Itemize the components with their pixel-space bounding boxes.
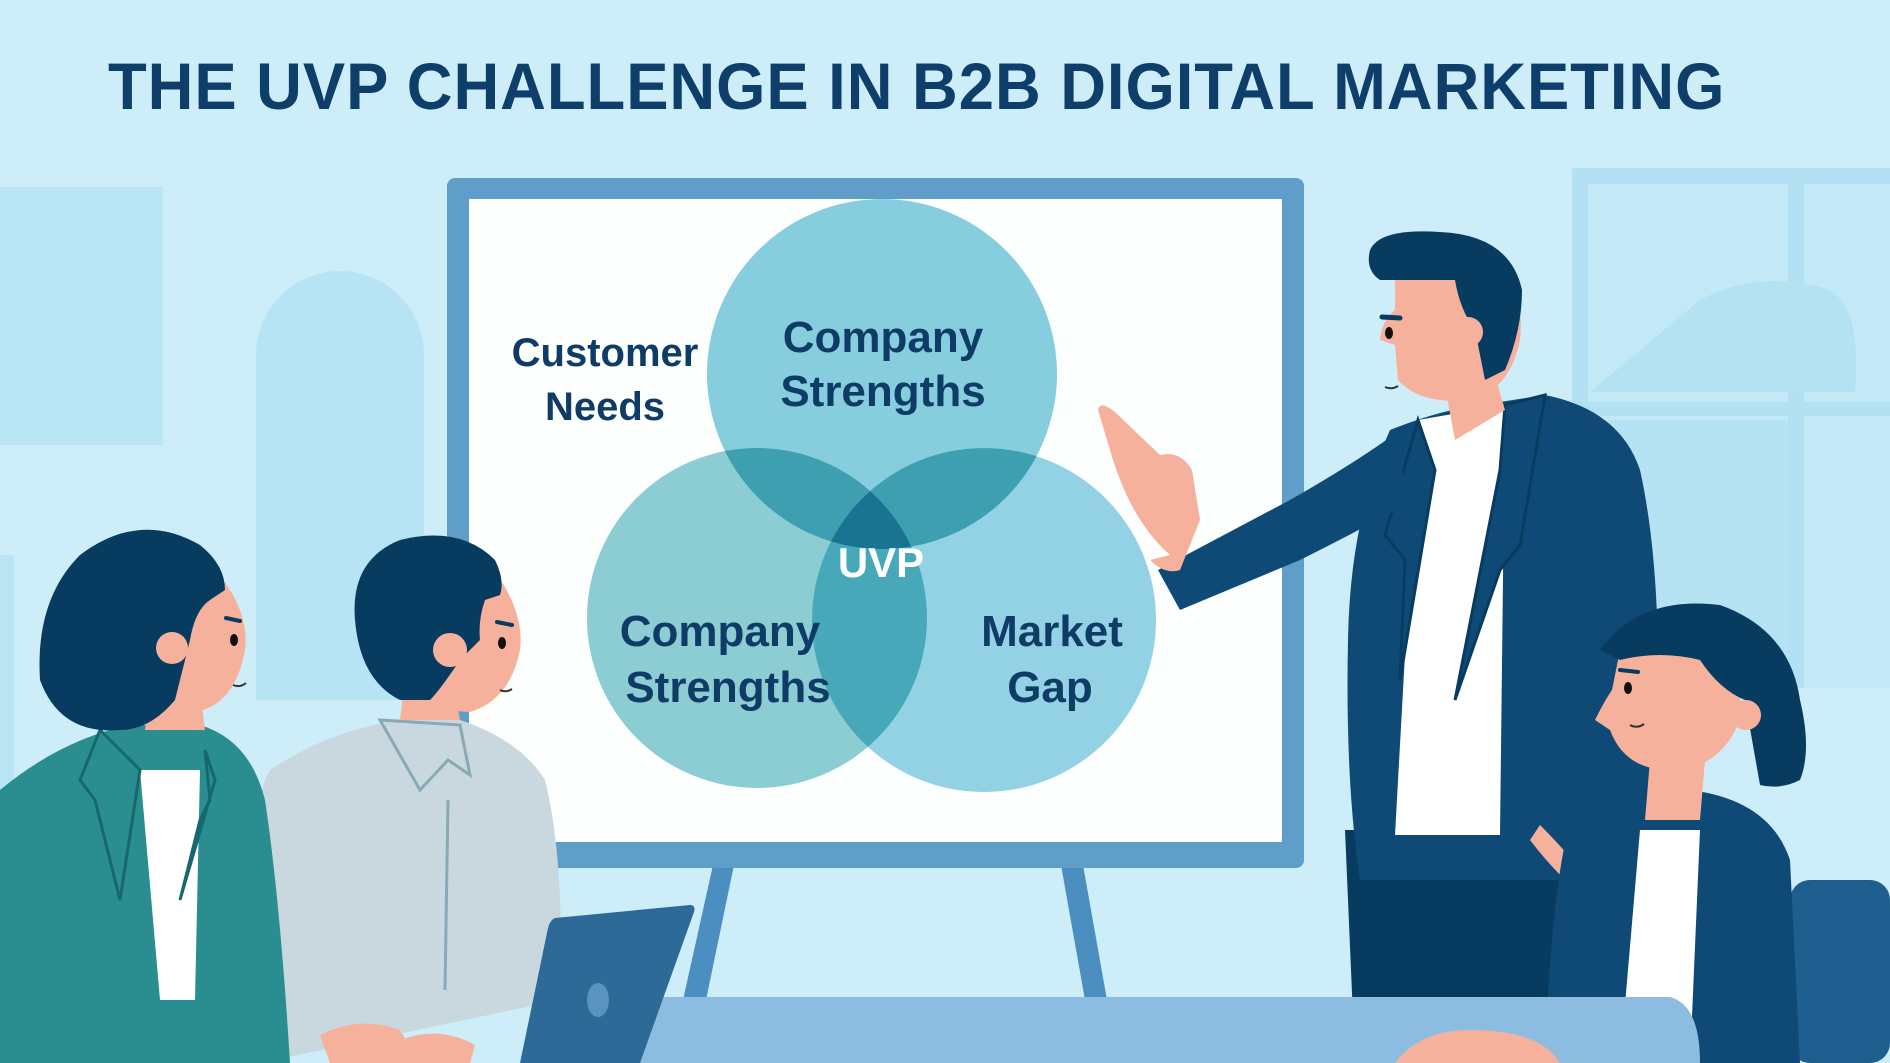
customer-needs-label-line2: Needs (545, 385, 665, 429)
customer-needs-label-line1: Customer (512, 331, 699, 375)
easel-leg-right (1061, 865, 1107, 1000)
presenter-hair (1368, 231, 1522, 380)
top-circle-label-line2: Strengths (780, 367, 985, 416)
top-circle-label-line1: Company (783, 313, 984, 362)
seated-woman-left (0, 529, 475, 1063)
left-circle-label-line2: Strengths (625, 663, 830, 712)
easel-leg-left (683, 865, 734, 1000)
right-circle-label-line1: Market (981, 607, 1123, 656)
left-circle-label-line1: Company (620, 607, 821, 656)
venn-center-uvp (812, 448, 927, 549)
right-circle-label-line2: Gap (1007, 663, 1093, 712)
laptop-logo (587, 983, 609, 1017)
laptop (520, 905, 695, 1063)
page-title: THE UVP CHALLENGE IN B2B DIGITAL MARKETI… (108, 49, 1726, 123)
seated-man (240, 535, 561, 1063)
uvp-center-label: UVP (838, 539, 924, 586)
wall-panel (0, 187, 163, 445)
seated-woman-right (1545, 603, 1890, 1063)
pointing-hand (1098, 405, 1200, 572)
